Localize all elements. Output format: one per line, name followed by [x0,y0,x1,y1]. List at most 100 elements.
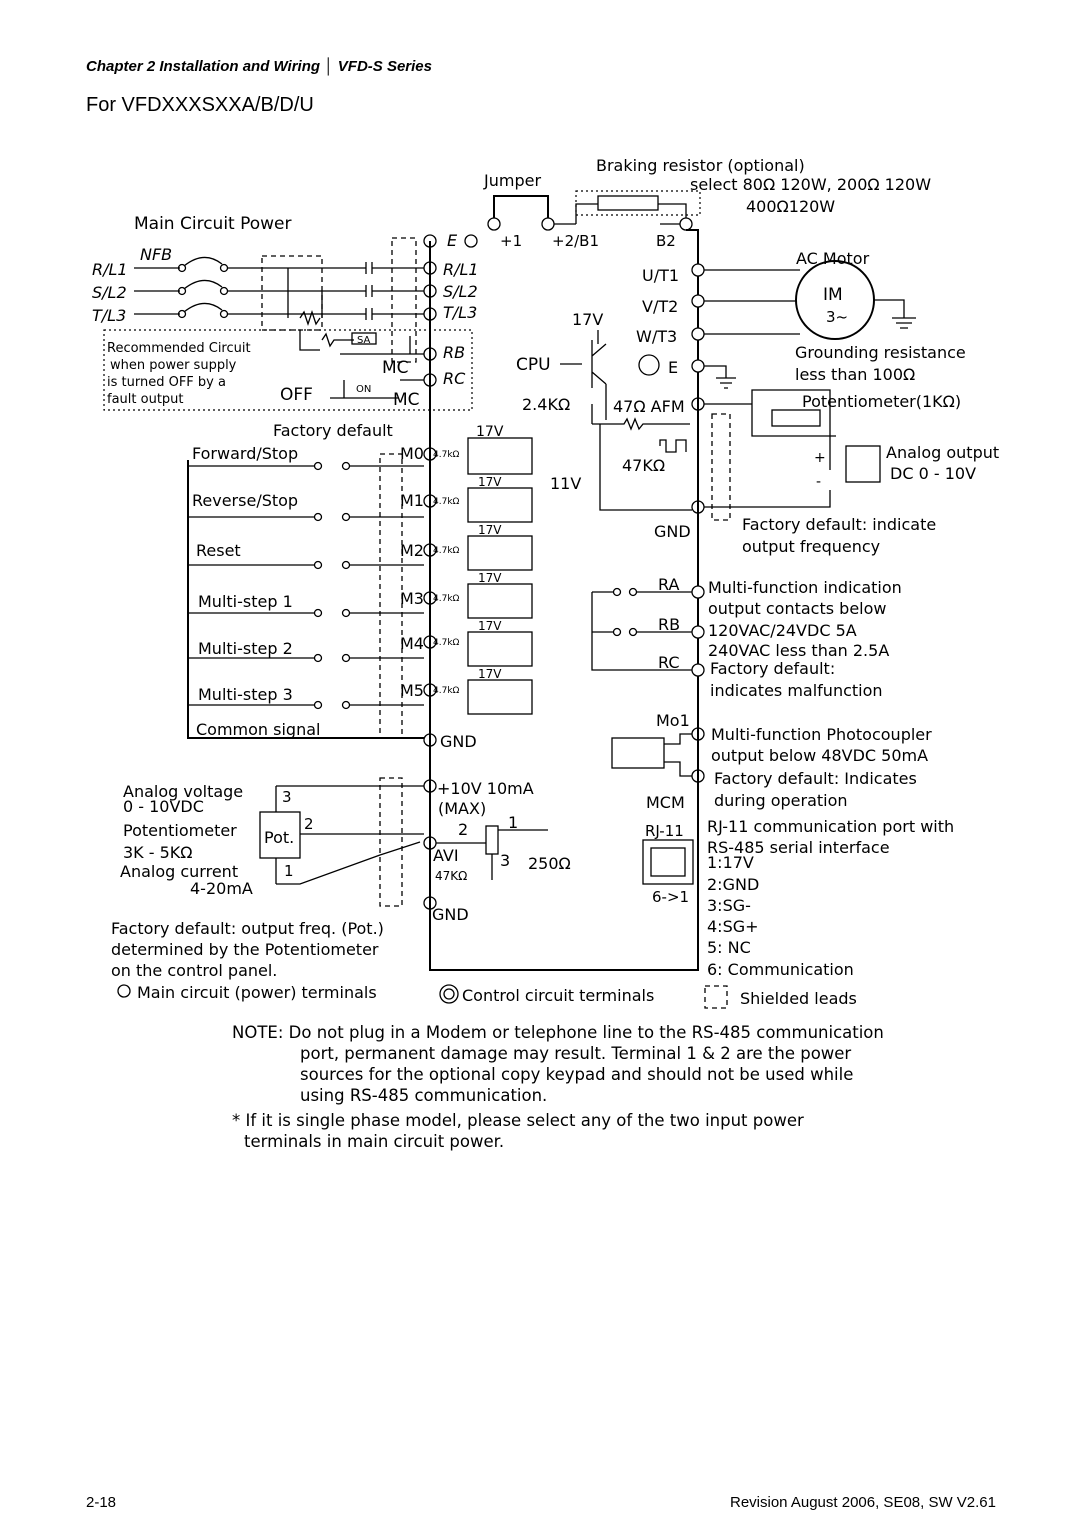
plus-sign: + [814,450,826,466]
braking-resistor-title: Braking resistor (optional) [596,156,805,175]
common-signal-label: Common signal [196,720,320,739]
gnd-label: GND [440,732,477,751]
afm-default-1: Factory default: indicate [742,515,936,534]
pot-1k-label: Potentiometer(1KΩ) [802,392,961,411]
earth-symbol [464,234,478,248]
input-label: Multi-step 2 [198,639,293,658]
legend-control: Control circuit terminals [462,986,654,1005]
terminal-m1 [423,494,437,508]
analog-meter [845,445,881,483]
main-terminal-symbol [117,984,131,998]
e-out-label: E [668,358,678,377]
input-17v: 17V [478,571,502,585]
relay-desc-2: output contacts below [708,599,886,618]
analog-output-line-2: DC 0 - 10V [890,464,976,483]
braking-resistor [597,195,659,211]
output-w-label: W/T3 [636,327,677,346]
input-r-label: R/L1 [92,260,128,279]
plus2-label: +2/B1 [552,232,599,250]
sa-label: SA [357,335,371,346]
pot-default-1: Factory default: output freq. (Pot.) [111,919,384,938]
rj11-pins: 6->1 [652,888,689,906]
analog-current-2: 4-20mA [190,879,253,898]
input-label: Multi-step 1 [198,592,293,611]
grounding-line-2: less than 100Ω [795,365,915,384]
potentiometer-1k [771,409,821,427]
rj11-desc-3: 1:17V [707,853,754,872]
note-line-1: Do not plug in a Modem or telephone line… [288,1023,884,1042]
input-terminal: M1 [400,491,424,510]
chapter-header: Chapter 2 Installation and Wiring │ VFD-… [86,58,432,75]
input-terminal: M4 [400,634,424,653]
input-row-m1: Reverse/Stop M1 4.7kΩ 17V [188,475,533,523]
input-label: Forward/Stop [192,444,298,463]
input-res: 4.7kΩ [433,594,460,604]
input-res: 4.7kΩ [433,638,460,648]
pin3-label: 3 [282,788,292,806]
afm-circuit [592,417,692,511]
analog-current-1: Analog current [120,862,238,881]
r24k-label: 2.4KΩ [522,395,570,414]
potentiometer-2: 3K - 5KΩ [123,843,193,862]
plus1-label: +1 [500,232,522,250]
pot-label: Pot. [264,828,294,847]
rj11-desc-4: 2:GND [707,875,759,894]
braking-select-2: 400Ω120W [746,197,835,216]
input-row-m5: Multi-step 3 M5 4.7kΩ 17V [188,667,533,715]
ground-symbol-out [638,354,660,376]
relay-contacts [591,585,705,677]
jumper-link [493,195,549,218]
input-17v: 17V [478,523,502,537]
input-terminal-t: T/L3 [443,303,477,322]
input-t-label: T/L3 [92,306,126,325]
terminal-b2 [679,217,693,231]
model-title: For VFDXXXSXXA/B/D/U [86,94,314,116]
input-res: 4.7kΩ [433,450,460,460]
rj11-label: RJ-11 [645,822,684,840]
input-label: Reset [196,541,241,560]
mcm-label: MCM [646,793,685,812]
rec-circuit-line-1: Recommended Circuit [107,341,251,356]
r250-label: 250Ω [528,854,571,873]
optocoupler [467,583,533,619]
terminal-m5 [423,683,437,697]
rj11-desc-5: 3:SG- [707,896,751,915]
terminal-gnd [423,733,437,747]
avi-1-label: 1 [508,813,518,832]
rj11-desc-8: 6: Communication [707,960,854,979]
input-row-m3: Multi-step 1 M3 4.7kΩ 17V [188,571,533,619]
input-terminal: M5 [400,681,424,700]
mc2-label: MC [393,390,420,410]
r47k-avi-label: 47KΩ [435,869,467,883]
terminal-plus1 [487,217,501,231]
terminal-gnd2 [423,896,437,910]
potentiometer-1: Potentiometer [123,821,237,840]
ra-label: RA [658,575,679,594]
terminal-10v [423,779,437,793]
rj11-desc-1: RJ-11 communication port with [707,817,954,836]
note-prefix: NOTE: [232,1023,284,1042]
rec-circuit-line-4: fault output [107,392,184,407]
factory-default-label: Factory default [273,421,393,440]
relay-desc-4: 240VAC less than 2.5A [708,641,889,660]
common-bus [187,460,424,739]
jumper-label: Jumper [483,171,541,190]
cpu-label: CPU [516,355,551,375]
gnd2-label: GND [432,905,469,924]
rec-circuit-line-3: is turned OFF by a [107,375,226,390]
output-u-label: U/T1 [642,266,679,285]
drive-outline [429,229,699,971]
off-label: OFF [280,385,313,405]
mc-label: MC [382,358,409,378]
input-label: Reverse/Stop [192,491,298,510]
note-line-4: using RS-485 communication. [300,1086,548,1105]
terminal-m4 [423,635,437,649]
rj11-desc-7: 5: NC [707,938,751,957]
relay-desc-5: Factory default: [710,659,835,678]
input-res: 4.7kΩ [433,546,460,556]
terminal-m0 [423,447,437,461]
avi-3-label: 3 [500,851,510,870]
afm-label: 47Ω AFM [613,397,685,416]
optocoupler [467,535,533,571]
